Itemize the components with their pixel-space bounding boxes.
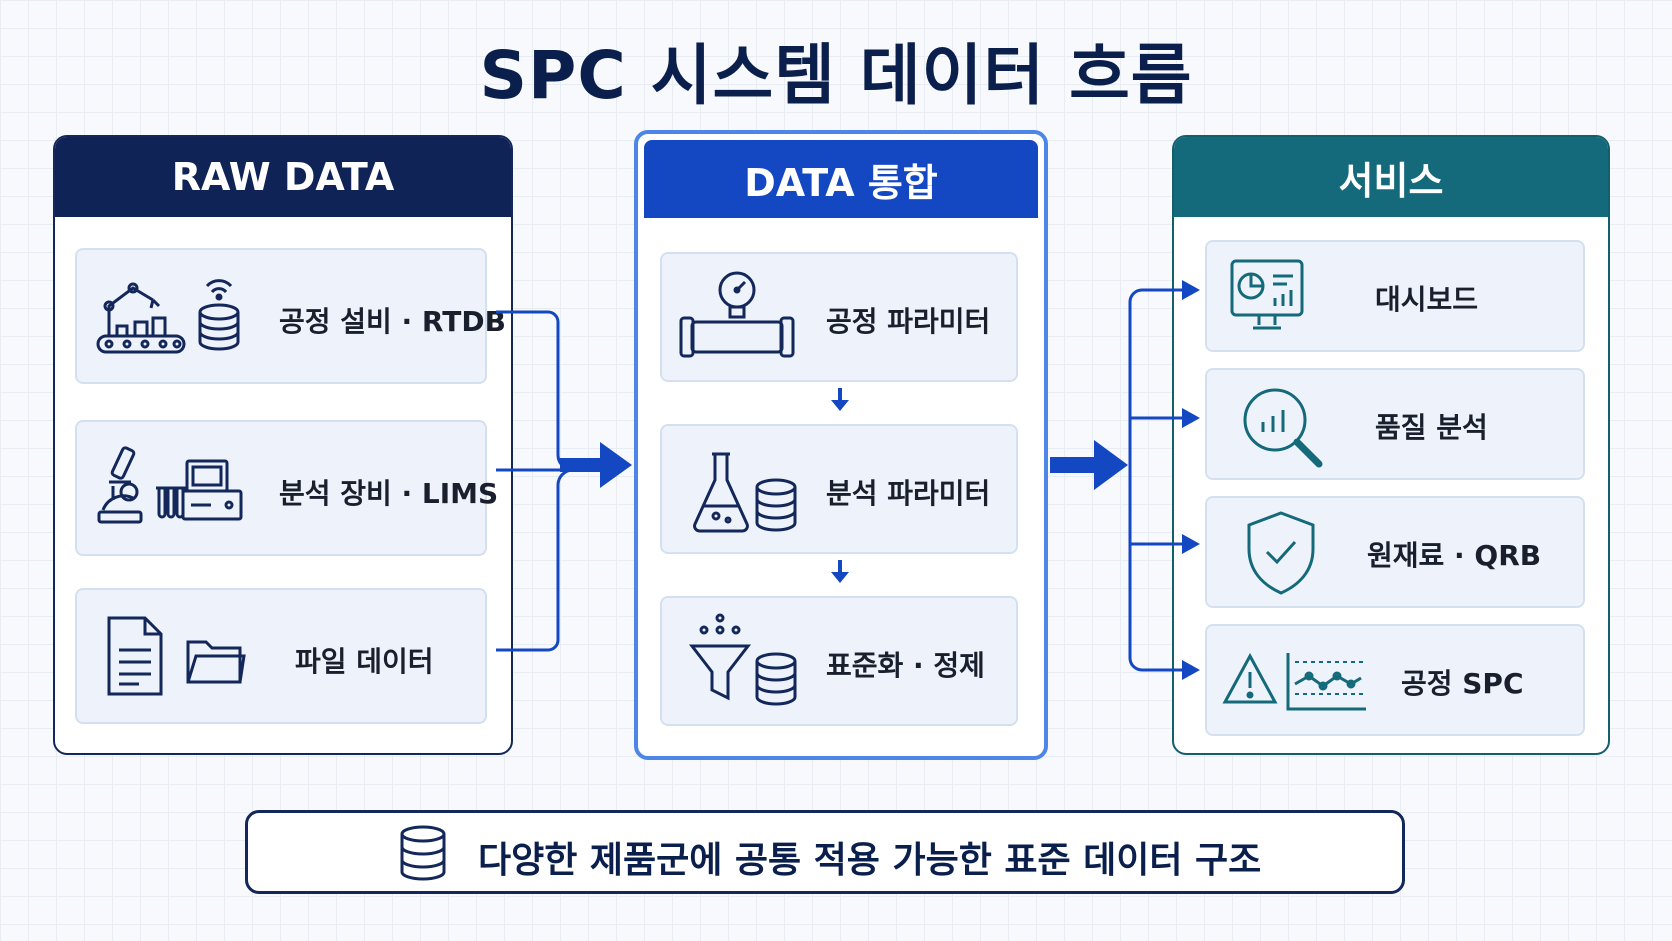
integration-item-label-1: 공정 파라미터 [826,305,991,338]
dashboard-monitor-icon [1229,258,1305,342]
integration-item-label-2: 분석 파라미터 [826,477,991,510]
service-item-label-3: 원재료 · QRB [1367,539,1542,572]
pressure-gauge-pipe-icon [678,270,796,370]
microscope-icon [95,444,145,532]
control-chart-icon [1285,650,1369,718]
flask-icon [690,450,752,540]
raw-card-file-data[interactable]: 파일 데이터 [75,588,487,724]
wireless-database-icon [195,272,243,360]
raw-item-label-1: 공정 설비 · RTDB [279,305,506,338]
connector-raw-merge [556,454,574,486]
shield-check-icon [1245,510,1317,600]
arrow-into-integration [560,442,632,488]
service-item-label-4: 공정 SPC [1401,667,1524,700]
lab-instrument-icon [153,458,245,528]
magnifier-chart-icon [1241,386,1331,474]
raw-item-label-3: 파일 데이터 [295,645,434,678]
service-card-process-spc[interactable]: 공정 SPC [1205,624,1585,736]
services-header: 서비스 [1174,137,1608,217]
service-item-label-2: 품질 분석 [1375,411,1488,444]
service-card-raw-material[interactable]: 원재료 · QRB [1205,496,1585,608]
document-icon [105,614,165,702]
raw-data-header: RAW DATA [55,137,511,217]
service-item-label-1: 대시보드 [1375,283,1479,316]
integration-item-label-3: 표준화 · 정제 [826,649,985,682]
page-title: SPC 시스템 데이터 흐름 [479,37,1193,114]
database-icon [754,652,798,712]
integration-card-process-params[interactable]: 공정 파라미터 [660,252,1018,382]
raw-item-label-2: 분석 장비 · LIMS [279,477,499,510]
footer-banner: 다양한 제품군에 공통 적용 가능한 표준 데이터 구조 [245,810,1405,894]
service-card-quality-analysis[interactable]: 품질 분석 [1205,368,1585,480]
warning-icon [1221,652,1279,712]
integration-card-analysis-params[interactable]: 분석 파라미터 [660,424,1018,554]
service-card-dashboard[interactable]: 대시보드 [1205,240,1585,352]
raw-card-process-equipment[interactable]: 공정 설비 · RTDB [75,248,506,384]
database-icon [754,478,798,538]
folder-icon [185,634,247,690]
funnel-icon [688,612,752,708]
database-icon [398,825,448,887]
connector-svc-trunk [1128,288,1143,672]
robot-arm-conveyor-icon [95,278,187,362]
integration-header: DATA 통합 [644,140,1038,218]
footer-text: 다양한 제품군에 공통 적용 가능한 표준 데이터 구조 [478,840,1262,881]
integration-card-standardize[interactable]: 표준화 · 정제 [660,596,1018,726]
arrow-into-services [1050,440,1128,490]
raw-card-analysis-equipment[interactable]: 분석 장비 · LIMS [75,420,498,556]
